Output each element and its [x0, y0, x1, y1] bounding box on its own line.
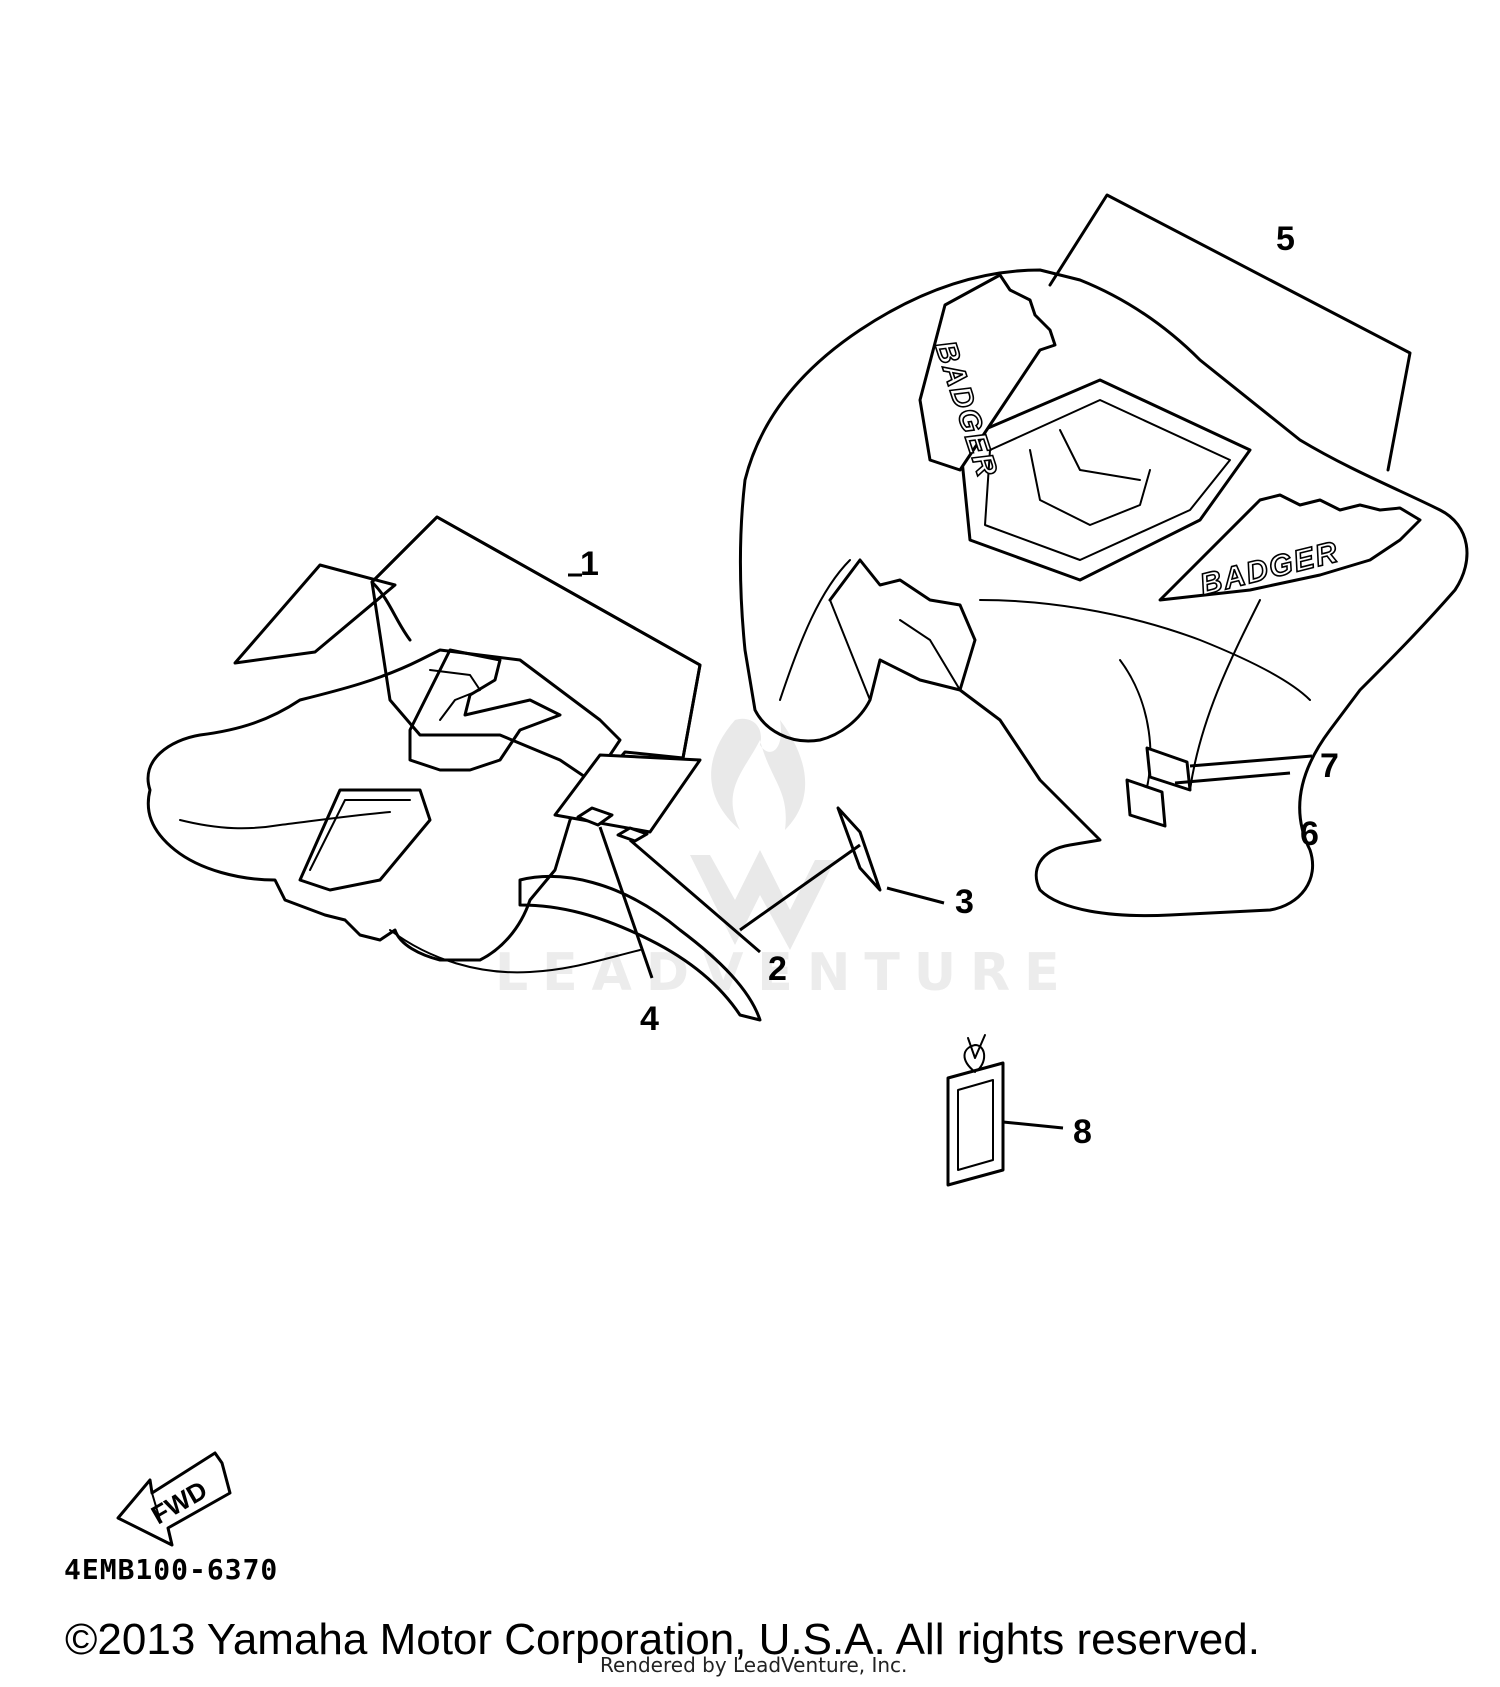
- callout-3: 3: [955, 883, 974, 921]
- decal-5-bracket: [1048, 193, 1412, 472]
- decal-7: [1145, 746, 1192, 792]
- watermark-text: LEADVENTURE: [495, 943, 1074, 1003]
- decal-3: [836, 806, 882, 892]
- part-number: 4EMB100-6370: [64, 1553, 279, 1586]
- callout-1: 1: [580, 545, 599, 583]
- callout-labels: 1 2 3 4 5 6 7 8: [580, 220, 1339, 1151]
- decal-2: [616, 826, 649, 843]
- copyright-notice: ©2013 Yamaha Motor Corporation, U.S.A. A…: [65, 1615, 1260, 1664]
- decal-5-left: [918, 273, 1057, 472]
- callout-6: 6: [1300, 815, 1319, 853]
- callout-8: 8: [1073, 1113, 1092, 1151]
- fwd-arrow-icon: FWD: [116, 1451, 232, 1547]
- callout-2: 2: [768, 950, 787, 988]
- rendered-by-credit: Rendered by LeadVenture, Inc.: [600, 1653, 908, 1677]
- decal-4: [576, 806, 614, 827]
- callout-5: 5: [1276, 220, 1295, 258]
- decal-1: [233, 515, 702, 787]
- decal-5-right: [1158, 493, 1422, 602]
- callout-4: 4: [640, 1000, 659, 1038]
- decal-6: [1125, 778, 1167, 828]
- leader-lines: [568, 573, 1313, 1130]
- tag-8: [946, 1034, 1005, 1187]
- callout-7: 7: [1320, 747, 1339, 785]
- front-fender: [146, 648, 762, 1022]
- watermark-logo: LEADVENTURE: [495, 718, 1074, 1003]
